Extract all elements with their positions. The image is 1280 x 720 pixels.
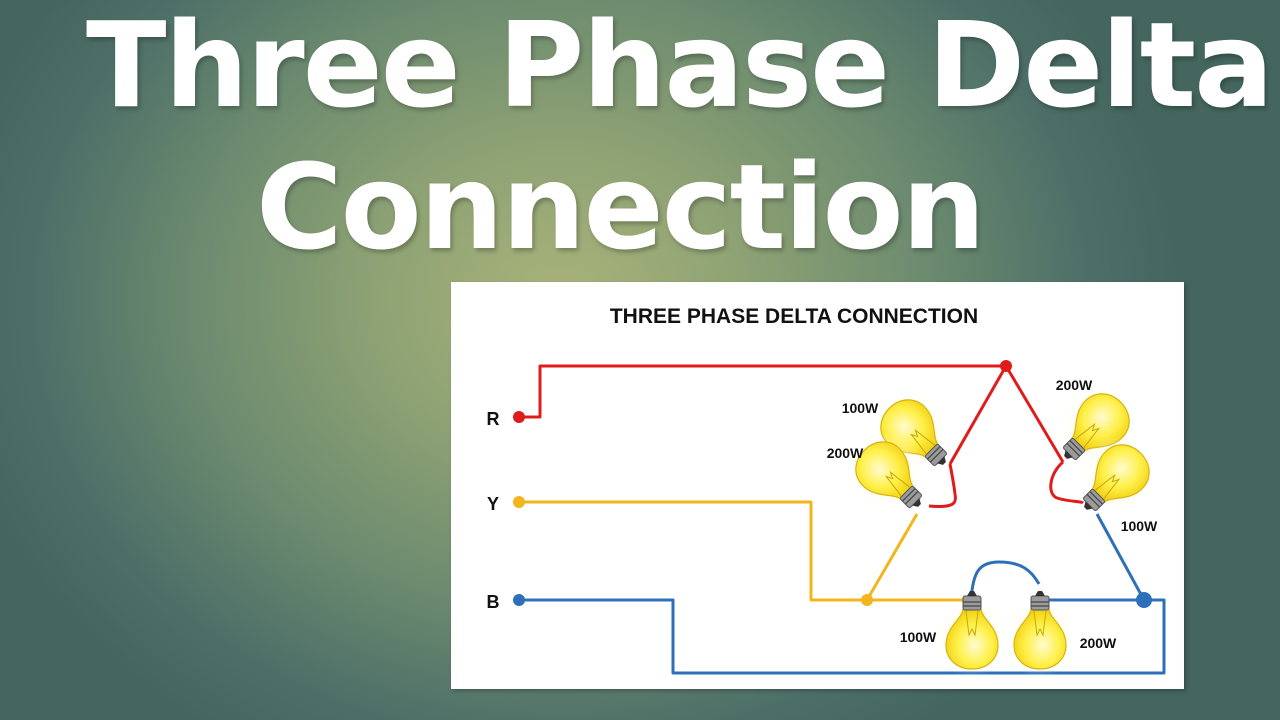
- page-title-line-1: Three Phase Delta: [86, 0, 1274, 134]
- wattage-left-lower: 200W: [827, 445, 864, 461]
- diagram-heading: THREE PHASE DELTA CONNECTION: [610, 305, 978, 328]
- delta-connection-diagram: THREE PHASE DELTA CONNECTION: [451, 282, 1184, 689]
- wattage-right-lower: 100W: [1121, 518, 1158, 534]
- lamp-bottom-right: [999, 590, 1081, 678]
- b-phase-wire: [519, 513, 1166, 675]
- wattage-left-upper: 100W: [842, 400, 879, 416]
- wattage-bottom-left: 100W: [900, 629, 937, 645]
- top-junction: [1000, 360, 1012, 372]
- r-phase-wire: [519, 364, 1085, 508]
- phase-label-b: B: [487, 592, 500, 612]
- right-junction: [1136, 592, 1152, 608]
- y-terminal: [513, 496, 525, 508]
- phase-label-y: Y: [487, 494, 499, 514]
- diagram-canvas: THREE PHASE DELTA CONNECTION: [487, 305, 1176, 678]
- page-title-line-2: Connection: [256, 138, 986, 276]
- b-terminal: [513, 594, 525, 606]
- y-phase-wire: [519, 500, 971, 602]
- phase-label-r: R: [487, 409, 500, 429]
- wattage-right-upper: 200W: [1056, 377, 1093, 393]
- r-terminal: [513, 411, 525, 423]
- lamp-bottom-left: [931, 590, 1013, 678]
- wattage-bottom-right: 200W: [1080, 635, 1117, 651]
- left-junction: [861, 594, 873, 606]
